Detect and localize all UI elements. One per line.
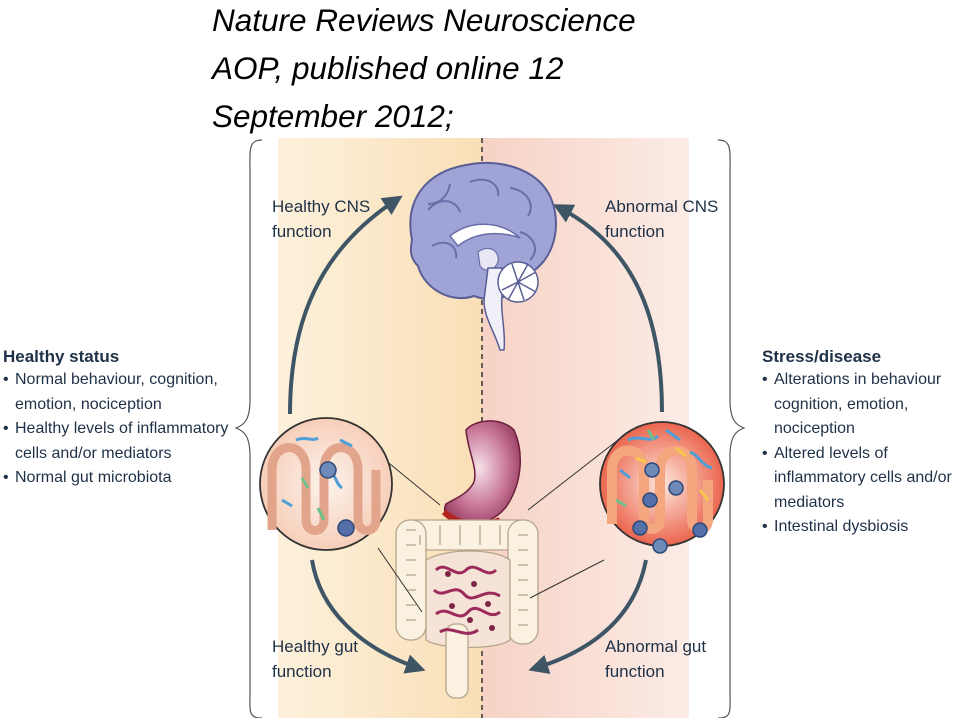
- label-line: Healthy CNS: [272, 197, 370, 216]
- label-line: function: [605, 222, 665, 241]
- healthy-villi-circle: [259, 417, 393, 551]
- arrow-brain-to-gut-healthy: [310, 559, 426, 674]
- healthy-status-list: Normal behaviour, cognition, emotion, no…: [3, 368, 248, 491]
- list-item: Healthy levels of inflammatory cells and…: [3, 417, 248, 466]
- citation-line: Nature Reviews Neuroscience: [212, 2, 636, 38]
- arrow-gut-to-brain-healthy: [288, 195, 403, 415]
- gut-dots: [445, 571, 495, 631]
- healthy-cns-label: Healthy CNS function: [272, 197, 370, 241]
- cycle-arrows: [288, 195, 664, 674]
- stress-disease-title: Stress/disease: [762, 347, 882, 366]
- right-brace: [717, 139, 746, 718]
- healthy-status-panel: Healthy status Normal behaviour, cogniti…: [3, 346, 248, 491]
- label-line: function: [272, 222, 332, 241]
- label-line: Abnormal gut: [605, 637, 706, 656]
- disease-villi-circle: [599, 421, 725, 554]
- citation-text: Nature Reviews Neuroscience AOP, publish…: [212, 0, 772, 140]
- list-item: Normal behaviour, cognition, emotion, no…: [3, 368, 248, 417]
- label-line: Healthy gut: [272, 637, 358, 656]
- stress-disease-panel: Stress/disease Alterations in behaviour …: [762, 346, 960, 540]
- brain-illustration: [409, 161, 557, 351]
- abnormal-gut-label: Abnormal gut function: [605, 637, 706, 681]
- label-line: function: [605, 662, 665, 681]
- citation-line: AOP, published online 12: [212, 50, 564, 86]
- healthy-status-title: Healthy status: [3, 347, 120, 366]
- label-line: Abnormal CNS: [605, 197, 718, 216]
- arrow-brain-to-gut-disease: [528, 559, 648, 674]
- list-item: Intestinal dysbiosis: [762, 515, 960, 540]
- list-item: Normal gut microbiota: [3, 466, 248, 491]
- label-line: function: [272, 662, 332, 681]
- citation-line: September 2012;: [212, 98, 454, 134]
- abnormal-cns-label: Abnormal CNS function: [605, 197, 718, 241]
- stress-disease-list: Alterations in behaviour cognition, emot…: [762, 368, 960, 540]
- list-item: Alterations in behaviour cognition, emot…: [762, 368, 960, 442]
- healthy-gut-label: Healthy gut function: [272, 637, 358, 681]
- small-intestine-loops: [432, 565, 501, 635]
- list-item: Altered levels of inflammatory cells and…: [762, 442, 960, 516]
- arrow-gut-to-brain-disease: [552, 204, 664, 413]
